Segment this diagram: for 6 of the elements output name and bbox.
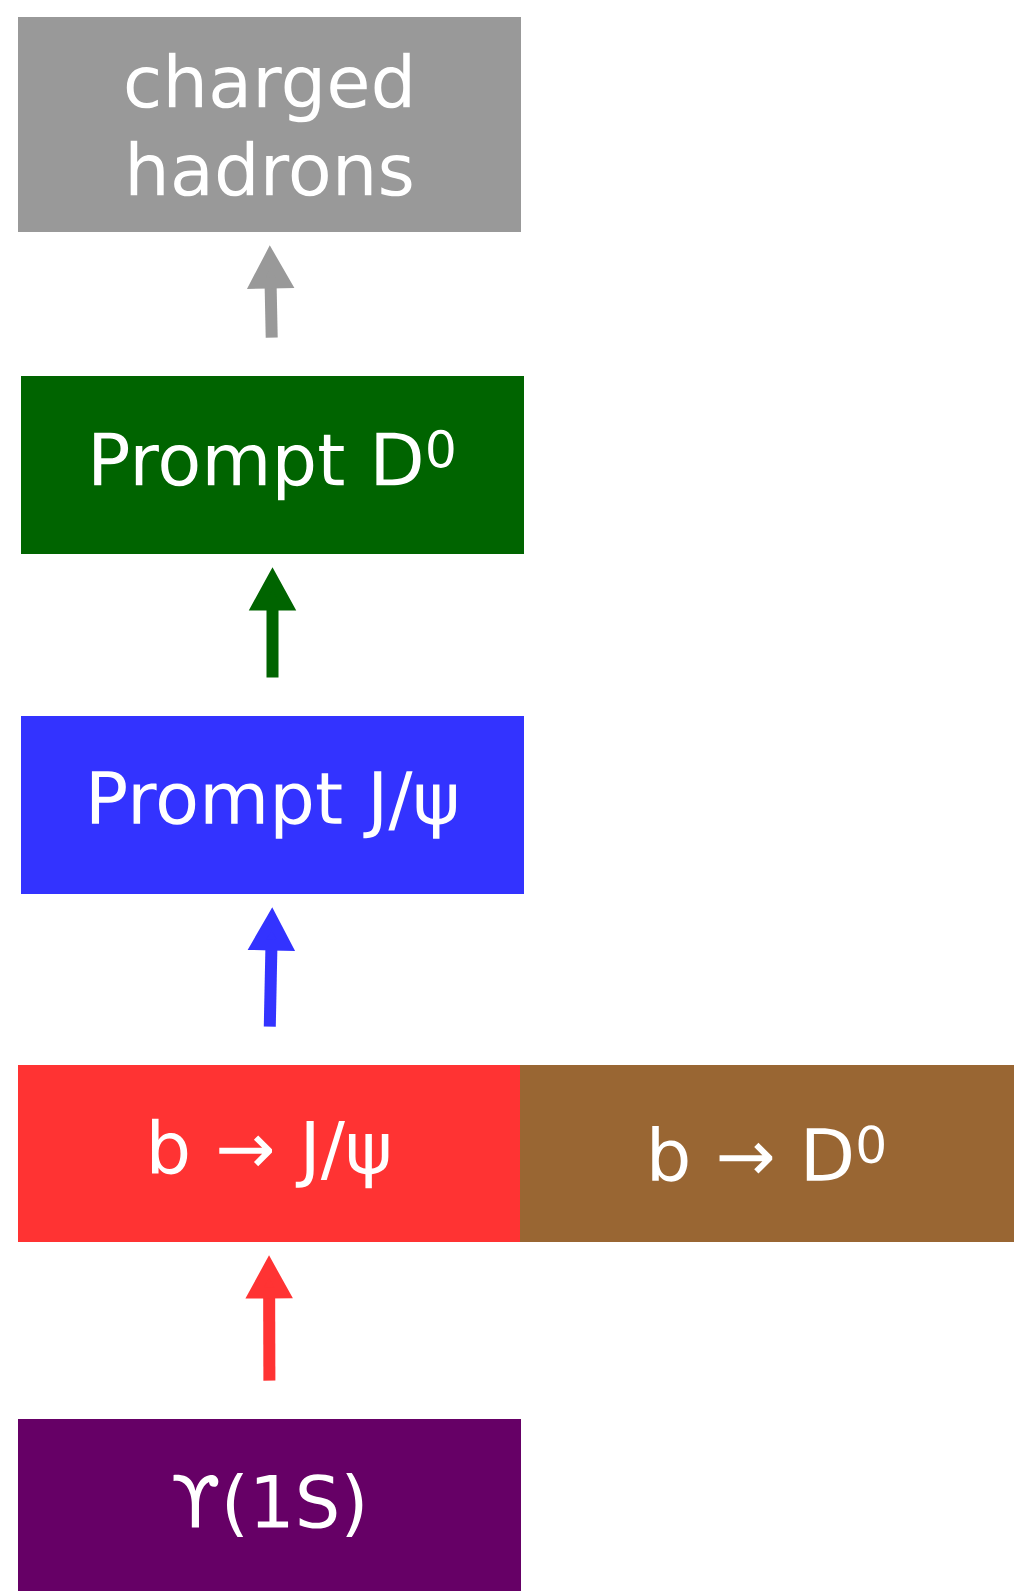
process-box: ϒ(1S) [18,1419,521,1591]
process-box: Prompt J/ψ [21,716,524,894]
process-box: charged hadrons [18,17,521,232]
process-box: Prompt D$^{0}$ [21,376,524,554]
process-box: b → J/ψ [18,1065,520,1242]
process-box: b → D$^{0}$ [520,1065,1014,1242]
